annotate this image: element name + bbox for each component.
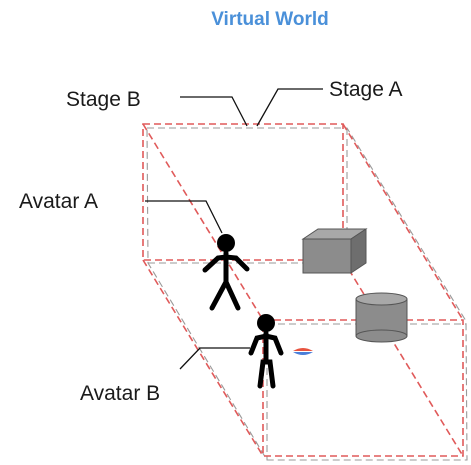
stage-shadow-top-edge (146, 127, 468, 461)
cylinder-bottom (355, 329, 408, 343)
stage-a-label: Stage A (329, 78, 403, 101)
stage-b-label: Stage B (66, 88, 141, 111)
cylinder-top (355, 292, 408, 306)
avatar-b-leader-line (179, 347, 250, 370)
avatar-a-legs (209, 276, 241, 311)
avatar-b-label: Avatar B (80, 382, 160, 405)
leader-lines (145, 88, 323, 370)
stage-b-depth-edge-top-left (142, 123, 264, 321)
diagram-title: Virtual World (211, 9, 329, 30)
position-marker-red (293, 348, 313, 351)
avatar-a-figure (202, 234, 250, 311)
stage-boxes (142, 123, 468, 461)
avatar-b-legs (257, 359, 276, 389)
avatar-b-head (257, 314, 275, 332)
stage-b-box (142, 123, 464, 457)
stage-b-depth-edge-top-right (342, 123, 464, 321)
avatar-a-label: Avatar A (19, 190, 98, 213)
stage-b-front-face (142, 123, 344, 261)
stage-box-shadow-edges (146, 127, 468, 461)
stage-b-depth-edge-bottom-right (342, 259, 464, 457)
cube-front-face (302, 238, 352, 274)
stage-a-leader-line (256, 88, 323, 127)
cube-object (301, 228, 368, 274)
avatar-b-figure (248, 314, 284, 389)
avatar-a-head (217, 234, 235, 252)
avatar-a-leader-line (145, 200, 223, 234)
position-marker (293, 348, 313, 355)
stage-b-leader-line (180, 96, 248, 127)
stage-b-depth-edge-bottom-left (142, 259, 264, 457)
avatar-a-arms (202, 254, 250, 273)
avatar-b-arms (248, 333, 284, 356)
position-marker-blue (293, 352, 313, 355)
cube-side-face (350, 228, 367, 274)
cylinder-object (355, 292, 408, 343)
